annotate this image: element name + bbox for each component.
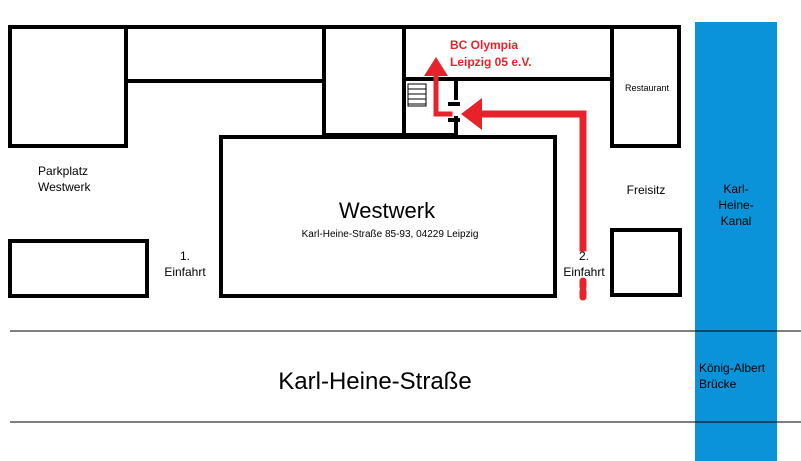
arrow-up-icon xyxy=(424,57,448,76)
building-restaurant xyxy=(610,25,681,148)
canal-label-line2: Heine- xyxy=(718,198,753,212)
club-name-line1: BC Olympia xyxy=(450,38,518,52)
building-freisitz-block xyxy=(610,228,682,297)
entrance1-label-line2: Einfahrt xyxy=(164,265,206,279)
building-westwerk xyxy=(219,135,557,298)
canal-karl-heine xyxy=(695,22,777,461)
entrance2-label-line1: 2. xyxy=(579,249,589,263)
bridge-label-line2: Brücke xyxy=(699,377,737,391)
building-parking-block xyxy=(8,239,149,298)
parking-label-line2: Westwerk xyxy=(38,180,91,194)
entrance2-label-line2: Einfahrt xyxy=(563,265,605,279)
building-top-middle xyxy=(124,25,326,83)
arrow-left-icon xyxy=(461,98,482,130)
bridge-label-line1: König-Albert xyxy=(699,361,766,375)
building-connector xyxy=(322,25,406,137)
westwerk-title: Westwerk xyxy=(339,198,436,223)
route-inside-segment xyxy=(433,73,453,117)
route-path xyxy=(433,73,587,302)
canal-label-line1: Karl- xyxy=(723,182,748,196)
westwerk-address: Karl-Heine-Straße 85-93, 04229 Leipzig xyxy=(302,229,479,240)
stairs-icon xyxy=(407,83,427,107)
building-top-left xyxy=(8,25,128,148)
street-label: Karl-Heine-Straße xyxy=(278,368,471,395)
restaurant-label: Restaurant xyxy=(625,83,670,93)
club-name-line2: Leipzig 05 e.V. xyxy=(450,55,532,69)
route-main-segment xyxy=(474,110,587,252)
canal-label-line3: Kanal xyxy=(721,214,752,228)
freisitz-label: Freisitz xyxy=(627,183,666,197)
entrance1-label-line1: 1. xyxy=(180,249,190,263)
parking-label-line1: Parkplatz xyxy=(38,164,88,178)
